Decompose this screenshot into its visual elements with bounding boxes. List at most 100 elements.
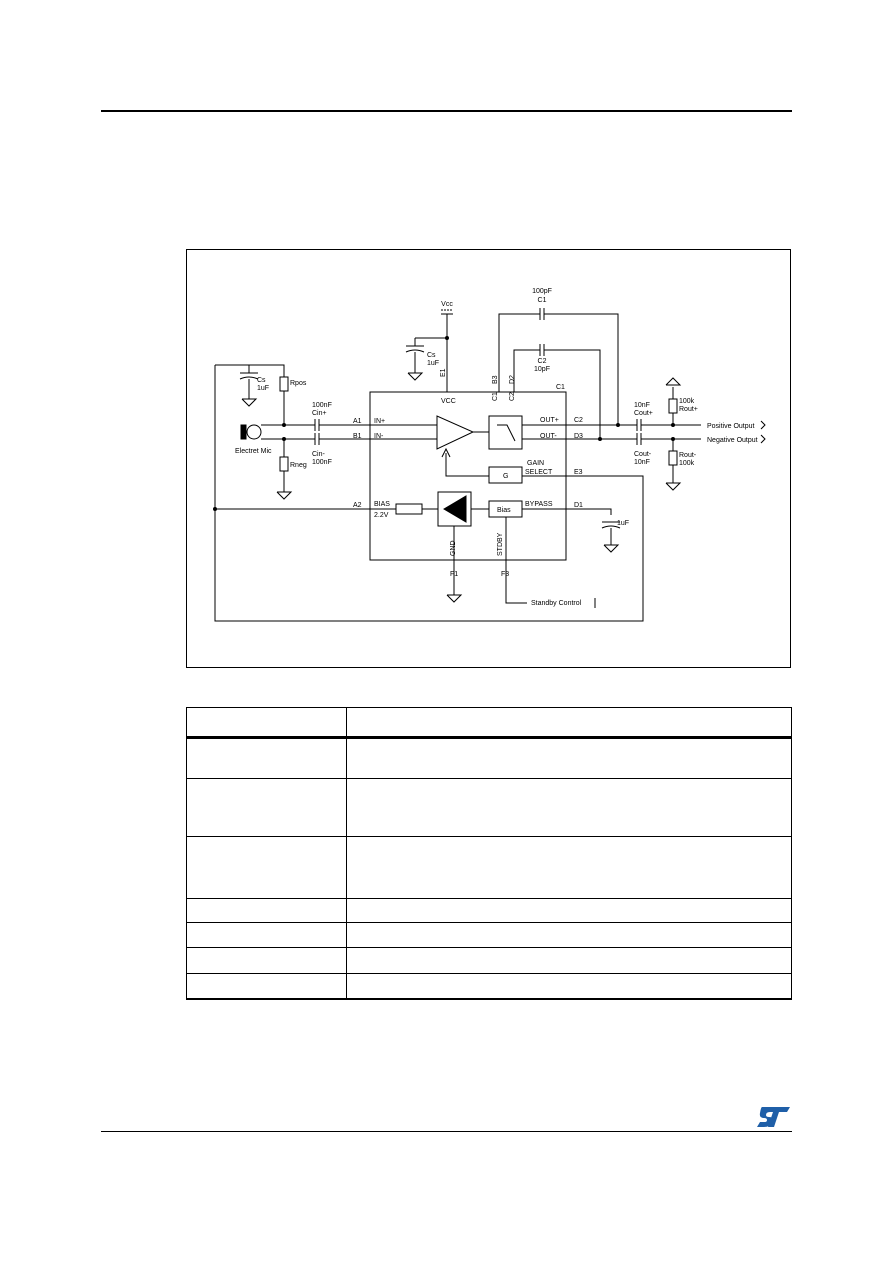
table-cell bbox=[186, 973, 347, 1000]
label-positive-output: Positive Output bbox=[707, 423, 755, 430]
rpos-resistor bbox=[279, 376, 289, 392]
label-pin-b3: B3 bbox=[492, 375, 499, 384]
table-cell bbox=[186, 737, 347, 779]
label-cout-pos-name: Cout+ bbox=[634, 410, 653, 417]
table-cell bbox=[346, 778, 792, 837]
mic-capsule bbox=[246, 424, 262, 440]
header-rule bbox=[101, 110, 792, 112]
label-out-plus: OUT+ bbox=[540, 417, 559, 424]
table-header-row bbox=[186, 707, 792, 739]
table-cell bbox=[186, 947, 347, 974]
label-rout-neg-name: Rout- bbox=[679, 452, 697, 459]
label-pin-c2-rot: C2 bbox=[509, 392, 516, 401]
table-cell bbox=[346, 836, 792, 899]
label-pin-e3: E3 bbox=[574, 469, 583, 476]
label-pin-d3: D3 bbox=[574, 433, 583, 440]
label-stdby: STDBY bbox=[497, 532, 504, 556]
st-logo-icon bbox=[757, 1107, 790, 1127]
table-header-cell bbox=[186, 707, 347, 739]
label-cb-value: 1uF bbox=[617, 520, 629, 527]
label-negative-output: Negative Output bbox=[707, 437, 758, 444]
label-pin-f1: F1 bbox=[450, 571, 458, 578]
label-pin-c1: C1 bbox=[556, 384, 565, 391]
label-cin-plus-value: 100nF bbox=[312, 402, 332, 409]
label-c2-value: 10pF bbox=[534, 366, 550, 373]
label-pin-e1: E1 bbox=[440, 368, 447, 377]
footer-rule bbox=[101, 1131, 792, 1132]
rneg-resistor bbox=[279, 456, 289, 472]
application-schematic-figure: Vcc 100pF C1 C2 10pF Cs 1uF Cs 1uF Rpos … bbox=[186, 249, 791, 668]
label-cs-name: Cs bbox=[427, 352, 436, 359]
table-row bbox=[186, 778, 792, 837]
label-cout-pos-value: 10nF bbox=[634, 402, 650, 409]
label-rpos: Rpos bbox=[290, 380, 307, 387]
rout-neg-resistor bbox=[668, 450, 678, 466]
label-pin-a2: A2 bbox=[353, 502, 362, 509]
table-cell bbox=[346, 973, 792, 1000]
label-mic: Electret Mic bbox=[235, 448, 272, 455]
label-pin-d1: D1 bbox=[574, 502, 583, 509]
table-cell bbox=[346, 898, 792, 923]
label-pin-c1-rot: C1 bbox=[492, 392, 499, 401]
label-select: SELECT bbox=[525, 469, 553, 476]
table-cell bbox=[346, 922, 792, 948]
label-rneg: Rneg bbox=[290, 462, 307, 469]
table-row bbox=[186, 973, 792, 1000]
label-cin-minus-value: 100nF bbox=[312, 459, 332, 466]
label-pin-a1: A1 bbox=[353, 418, 362, 425]
rout-pos-resistor bbox=[668, 398, 678, 414]
table-header-cell bbox=[346, 707, 792, 739]
label-pin-f3: F3 bbox=[501, 571, 509, 578]
label-c1-value: 100pF bbox=[532, 288, 552, 295]
label-in-minus: IN- bbox=[374, 433, 384, 440]
component-table bbox=[186, 707, 792, 1000]
table-cell bbox=[186, 922, 347, 948]
table-cell bbox=[346, 737, 792, 779]
label-vcc-pin: VCC bbox=[441, 398, 456, 405]
gain-select-block bbox=[488, 466, 523, 484]
wire-outer-loop bbox=[214, 365, 644, 622]
label-cs-left-name: Cs bbox=[257, 377, 266, 384]
ground-symbol bbox=[241, 398, 258, 407]
label-bypass: BYPASS bbox=[525, 501, 553, 508]
table-cell bbox=[186, 898, 347, 923]
bias-resistor bbox=[395, 503, 423, 515]
label-cs-left-value: 1uF bbox=[257, 385, 269, 392]
table-row bbox=[186, 922, 792, 948]
amplifier-symbol bbox=[436, 415, 475, 450]
label-vcc-supply: Vcc bbox=[441, 301, 453, 308]
table-cell bbox=[186, 778, 347, 837]
label-cout-neg-name: Cout- bbox=[634, 451, 652, 458]
label-bias: BIAS bbox=[374, 501, 390, 508]
label-in-plus: IN+ bbox=[374, 418, 385, 425]
label-gain: GAIN bbox=[527, 460, 544, 467]
label-cout-neg-value: 10nF bbox=[634, 459, 650, 466]
table-row bbox=[186, 947, 792, 974]
label-pin-b1: B1 bbox=[353, 433, 362, 440]
filter-block bbox=[488, 415, 523, 450]
label-cin-minus-name: Cin- bbox=[312, 451, 326, 458]
label-rout-pos-name: Rout+ bbox=[679, 406, 698, 413]
label-standby-control: Standby Control bbox=[531, 600, 582, 607]
label-cs-value: 1uF bbox=[427, 360, 439, 367]
table-row bbox=[186, 898, 792, 923]
st-logo-shape bbox=[757, 1107, 790, 1127]
wire-top-left bbox=[215, 364, 285, 377]
label-cin-plus-name: Cin+ bbox=[312, 410, 327, 417]
label-gnd: GND bbox=[450, 540, 457, 556]
label-c2-name: C2 bbox=[538, 358, 547, 365]
label-gain-box: G bbox=[503, 473, 508, 480]
label-bias-box: Bias bbox=[497, 507, 511, 514]
label-pin-c2: C2 bbox=[574, 417, 583, 424]
table-cell bbox=[346, 947, 792, 974]
label-rout-neg-value: 100k bbox=[679, 460, 695, 467]
mic-icon bbox=[240, 424, 247, 440]
table-row bbox=[186, 836, 792, 899]
label-bias-voltage: 2.2V bbox=[374, 512, 389, 519]
schematic-diagram: Vcc 100pF C1 C2 10pF Cs 1uF Cs 1uF Rpos … bbox=[213, 288, 766, 622]
table-cell bbox=[186, 836, 347, 899]
label-pin-d2: D2 bbox=[509, 375, 516, 384]
label-rout-pos-value: 100k bbox=[679, 398, 695, 405]
table-row bbox=[186, 737, 792, 779]
label-c1-name: C1 bbox=[538, 297, 547, 304]
